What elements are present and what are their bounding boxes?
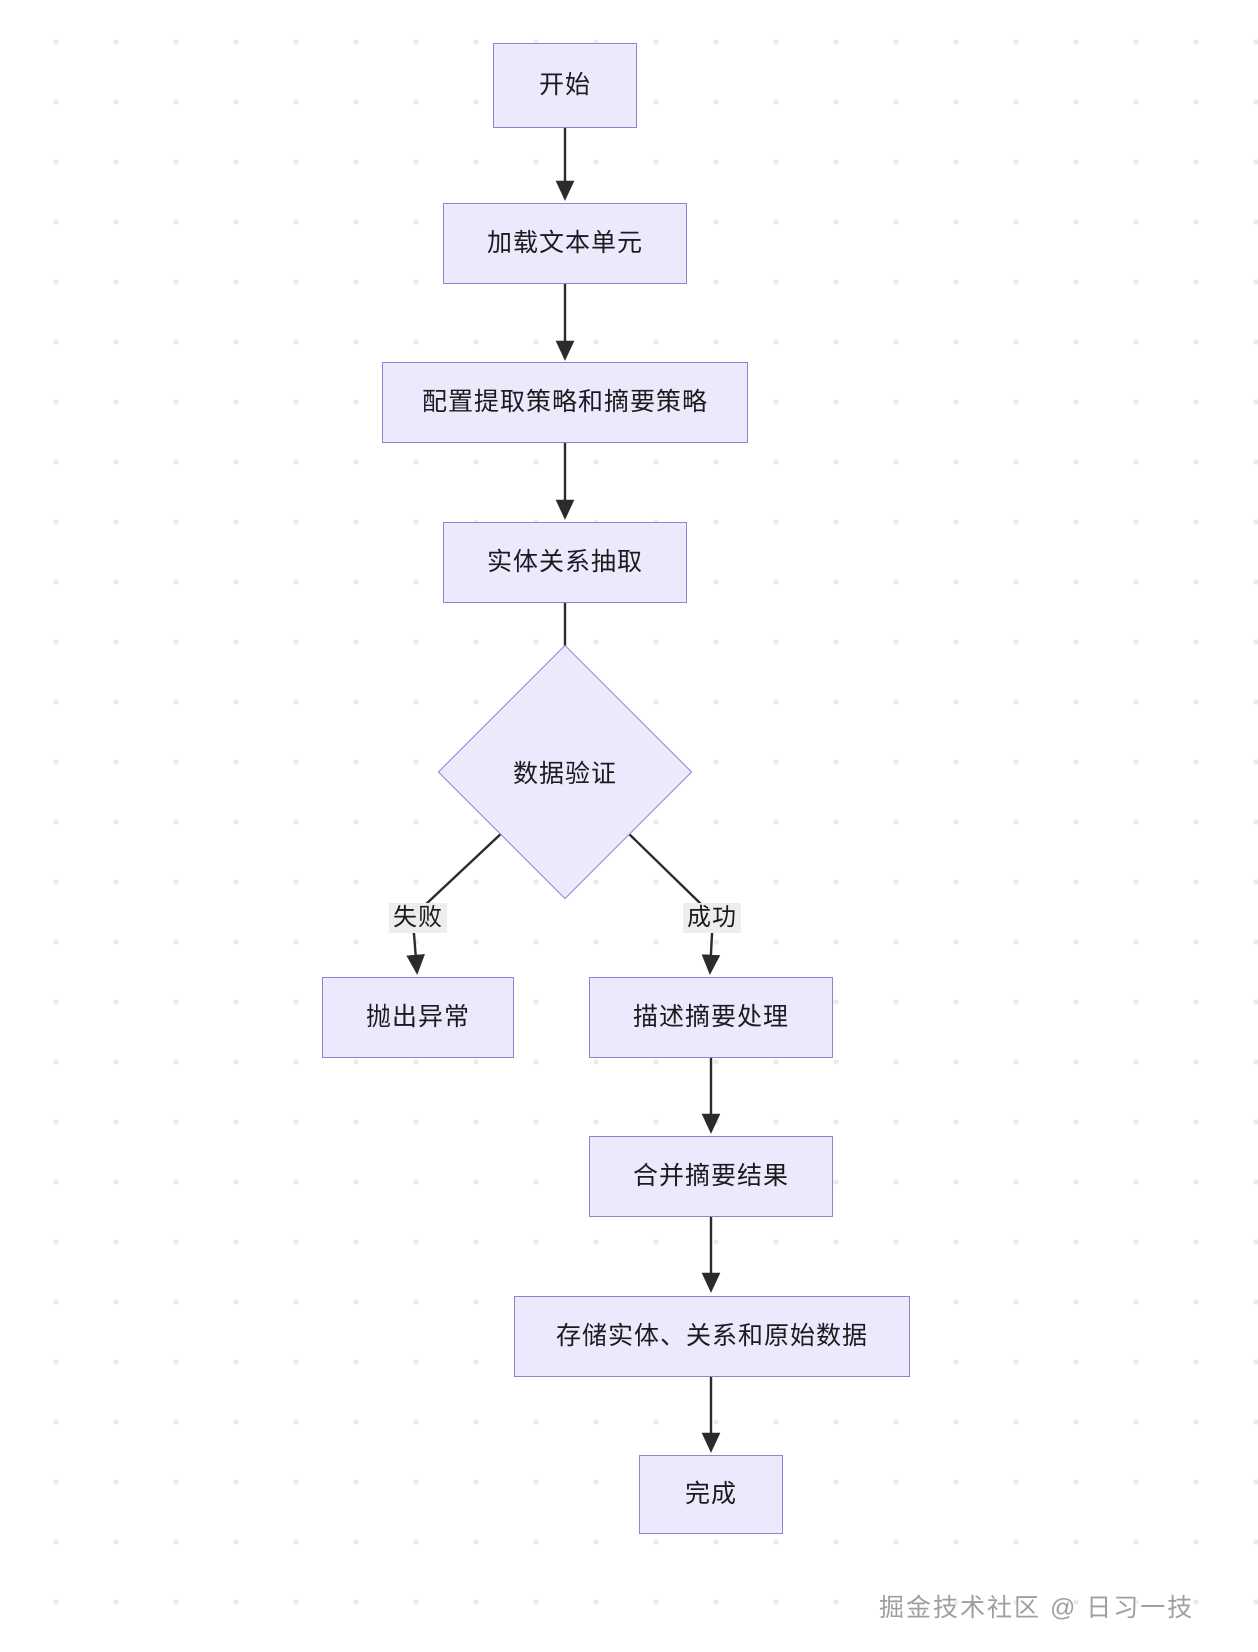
node-configure-strategies[interactable]: 配置提取策略和摘要策略 [382,362,748,443]
node-entity-relation-extraction-label: 实体关系抽取 [486,548,643,576]
node-start[interactable]: 开始 [493,43,637,128]
node-data-validation[interactable]: 数据验证 [437,644,693,900]
node-store-data-label: 存储实体、关系和原始数据 [555,1322,868,1350]
node-store-data[interactable]: 存储实体、关系和原始数据 [514,1296,910,1377]
node-entity-relation-extraction[interactable]: 实体关系抽取 [443,522,687,603]
node-description-summary[interactable]: 描述摘要处理 [589,977,833,1058]
edge-label-success: 成功 [683,903,741,933]
edge-label-fail: 失败 [389,903,447,933]
node-start-label: 开始 [538,71,591,99]
node-throw-exception-label: 抛出异常 [365,1003,470,1031]
node-load-text-units[interactable]: 加载文本单元 [443,203,687,284]
node-configure-strategies-label: 配置提取策略和摘要策略 [421,388,708,416]
node-throw-exception[interactable]: 抛出异常 [322,977,514,1058]
node-done-label: 完成 [684,1480,737,1508]
node-description-summary-label: 描述摘要处理 [632,1003,789,1031]
node-done[interactable]: 完成 [639,1455,783,1534]
node-data-validation-label: 数据验证 [512,760,617,788]
node-merge-summary-label: 合并摘要结果 [632,1162,789,1190]
watermark-text: 掘金技术社区 @ 日习一技 [879,1594,1195,1622]
node-merge-summary[interactable]: 合并摘要结果 [589,1136,833,1217]
node-load-text-units-label: 加载文本单元 [486,229,643,257]
